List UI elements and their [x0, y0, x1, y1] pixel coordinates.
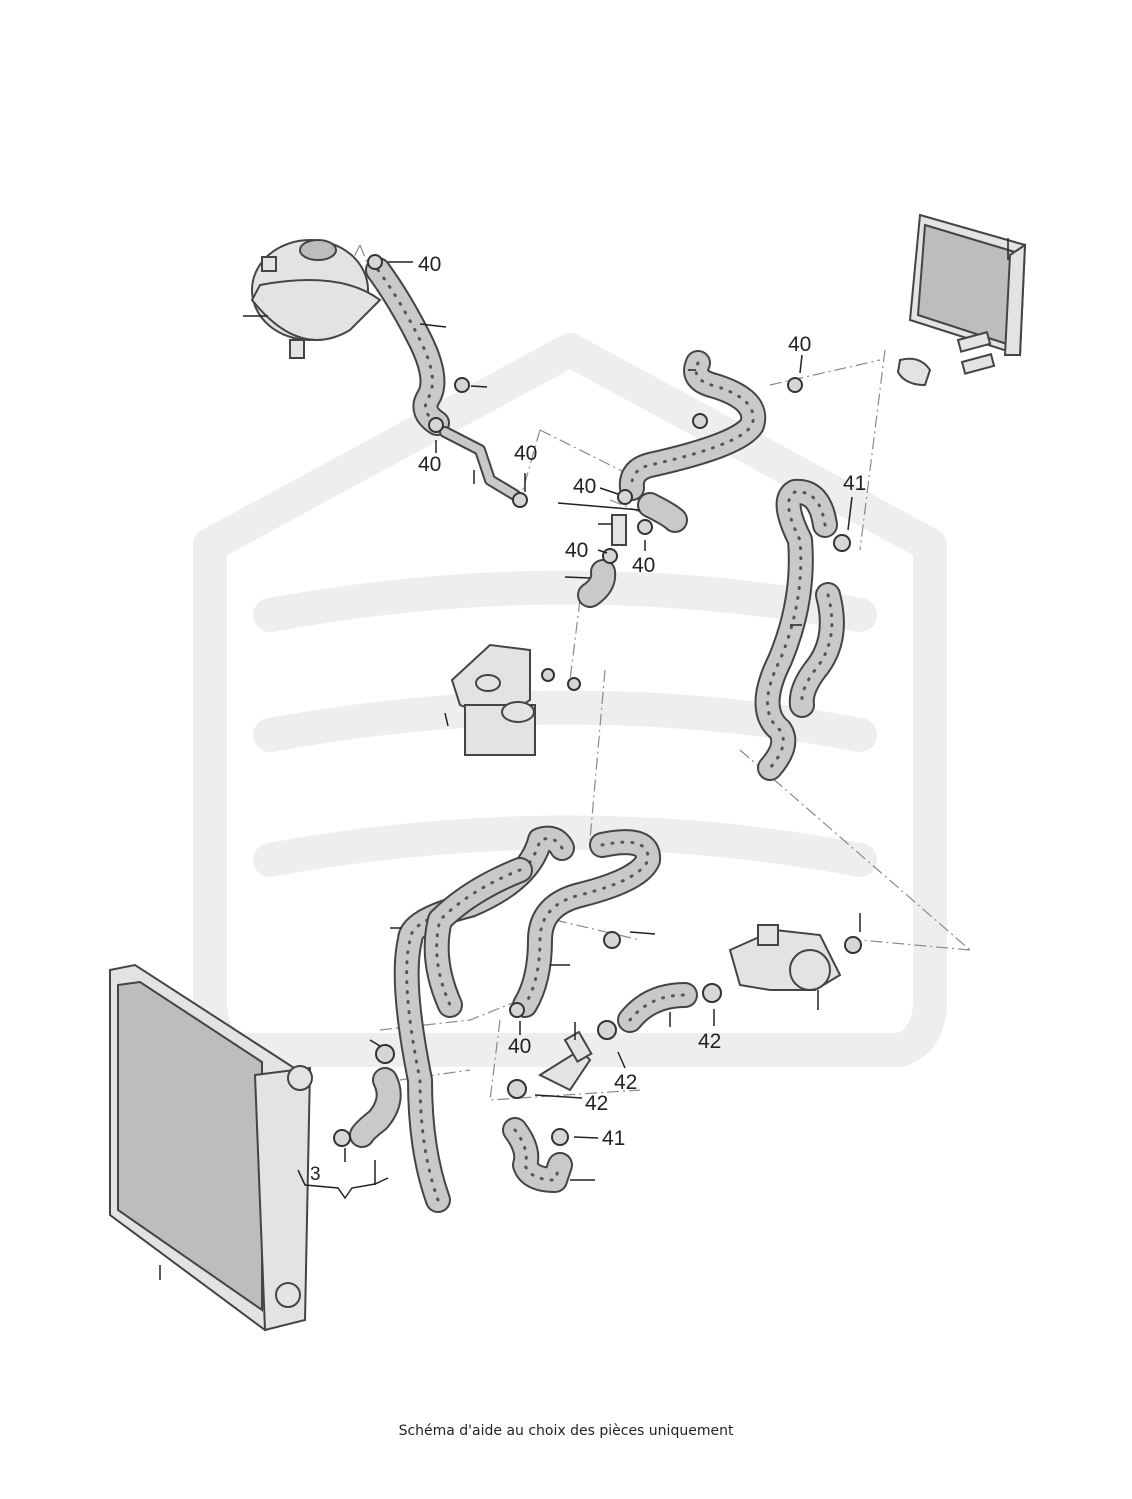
- callout-40: 40: [565, 539, 588, 562]
- expansion-tank: [243, 239, 382, 359]
- callout-40: 40: [514, 442, 537, 465]
- hoses: [349, 257, 845, 1213]
- diagram-caption: Schéma d'aide au choix des pièces unique…: [398, 1423, 734, 1439]
- callout-40: 40: [632, 554, 655, 577]
- radiator: [109, 963, 313, 1332]
- callout-42: 42: [614, 1071, 637, 1094]
- leader-lines: [297, 261, 853, 1200]
- pipes-and-connectors: [439, 357, 932, 1092]
- callout-40: 40: [418, 453, 441, 476]
- callout-42: 42: [585, 1092, 608, 1115]
- callouts: 40 40 40 40 40 40 40 40 41 41 42 42 42 3: [310, 253, 866, 1185]
- callout-40: 40: [788, 333, 811, 356]
- callout-40: 40: [418, 253, 441, 276]
- callout-40: 40: [508, 1035, 531, 1058]
- callout-42: 42: [698, 1030, 721, 1053]
- thermostat-housing: [444, 643, 536, 756]
- callout-41: 41: [843, 472, 866, 495]
- coolant-flange: [728, 913, 861, 1010]
- callout-40: 40: [573, 475, 596, 498]
- callout-3: 3: [310, 1164, 321, 1185]
- callout-41: 41: [602, 1127, 625, 1150]
- heater-core: [908, 213, 1027, 375]
